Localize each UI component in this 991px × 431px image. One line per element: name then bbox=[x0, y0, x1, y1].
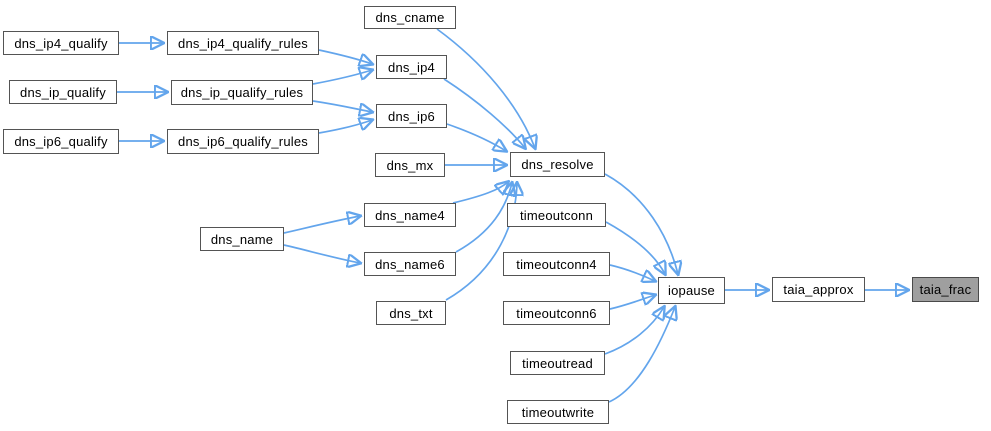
edge-timeoutwrite-to-iopause bbox=[608, 307, 675, 403]
node-dns_txt[interactable]: dns_txt bbox=[376, 301, 446, 325]
node-dns_name[interactable]: dns_name bbox=[200, 227, 284, 251]
node-timeoutconn4[interactable]: timeoutconn4 bbox=[503, 252, 610, 276]
node-dns_ip6_qualify[interactable]: dns_ip6_qualify bbox=[3, 129, 119, 154]
node-dns_resolve[interactable]: dns_resolve bbox=[510, 152, 605, 177]
edge-dns_ip4_qualify_rules-to-dns_ip4 bbox=[318, 49, 372, 64]
edge-timeoutconn4-to-iopause bbox=[609, 264, 655, 281]
edge-dns_name-to-dns_name4 bbox=[283, 216, 360, 234]
node-dns_ip6_qualify_rules[interactable]: dns_ip6_qualify_rules bbox=[167, 129, 319, 154]
node-dns_ip_qualify[interactable]: dns_ip_qualify bbox=[9, 80, 117, 104]
node-dns_ip4[interactable]: dns_ip4 bbox=[376, 55, 447, 79]
edge-timeoutconn-to-iopause bbox=[605, 221, 665, 274]
edge-dns_ip_qualify_rules-to-dns_ip4 bbox=[312, 70, 372, 85]
edge-timeoutconn6-to-iopause bbox=[609, 295, 655, 310]
node-dns_ip4_qualify_rules[interactable]: dns_ip4_qualify_rules bbox=[167, 31, 319, 55]
node-dns_ip4_qualify[interactable]: dns_ip4_qualify bbox=[3, 31, 119, 55]
node-iopause[interactable]: iopause bbox=[658, 277, 725, 304]
edge-dns_ip6-to-dns_resolve bbox=[446, 123, 506, 151]
node-taia_frac: taia_frac bbox=[912, 277, 979, 302]
edge-dns_name-to-dns_name6 bbox=[283, 244, 360, 263]
edge-dns_resolve-to-iopause bbox=[604, 173, 678, 274]
node-dns_name4[interactable]: dns_name4 bbox=[364, 203, 456, 227]
node-dns_mx[interactable]: dns_mx bbox=[375, 153, 445, 177]
edge-dns_ip_qualify_rules-to-dns_ip6 bbox=[312, 100, 372, 112]
edge-dns_ip4-to-dns_resolve bbox=[443, 78, 525, 148]
edge-timeoutread-to-iopause bbox=[604, 307, 664, 355]
node-timeoutread[interactable]: timeoutread bbox=[510, 351, 605, 375]
node-taia_approx[interactable]: taia_approx bbox=[772, 277, 865, 302]
node-dns_ip6[interactable]: dns_ip6 bbox=[376, 104, 447, 128]
node-timeoutconn[interactable]: timeoutconn bbox=[507, 203, 606, 227]
edge-dns_txt-to-dns_resolve bbox=[445, 183, 517, 301]
node-dns_cname[interactable]: dns_cname bbox=[364, 6, 456, 29]
node-timeoutwrite[interactable]: timeoutwrite bbox=[507, 400, 609, 424]
node-dns_name6[interactable]: dns_name6 bbox=[364, 252, 456, 276]
edge-dns_name4-to-dns_resolve bbox=[452, 182, 508, 204]
edge-dns_ip6_qualify_rules-to-dns_ip6 bbox=[318, 120, 372, 134]
edge-dns_cname-to-dns_resolve bbox=[436, 28, 535, 148]
node-dns_ip_qualify_rules[interactable]: dns_ip_qualify_rules bbox=[171, 80, 313, 105]
node-timeoutconn6[interactable]: timeoutconn6 bbox=[503, 301, 610, 325]
